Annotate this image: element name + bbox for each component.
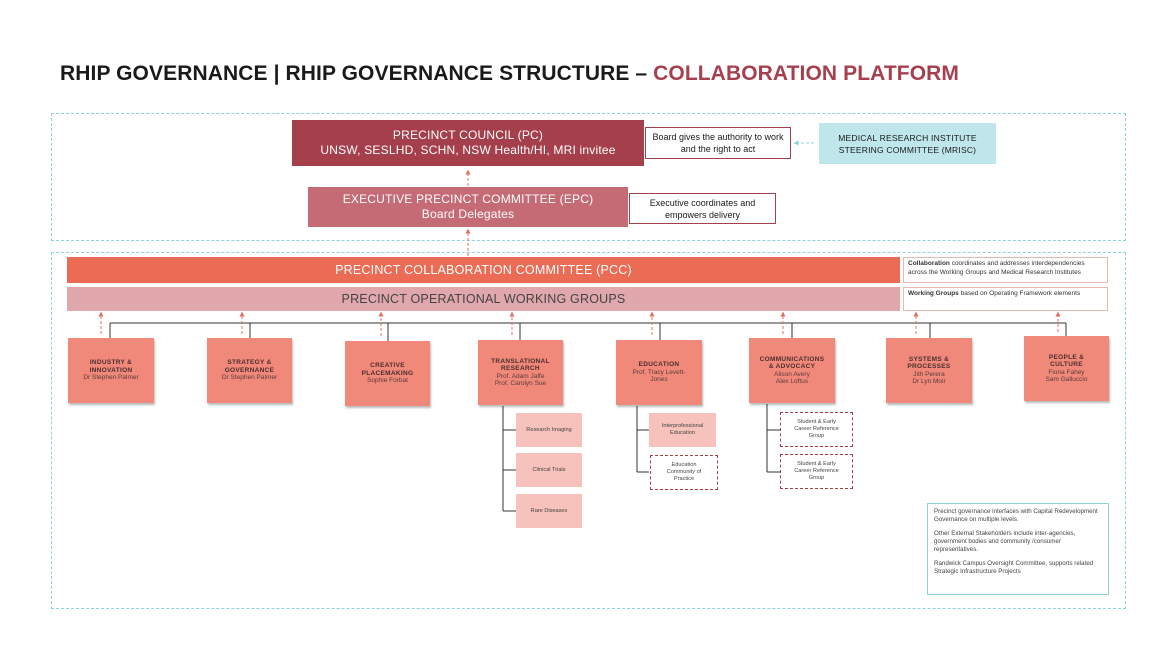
- working-group-name: TRANSLATIONAL RESEARCH: [491, 357, 550, 373]
- page-title-main: RHIP GOVERNANCE | RHIP GOVERNANCE STRUCT…: [60, 62, 654, 85]
- working-group-lead: Prof. Tracy Levett- Jones: [632, 368, 686, 384]
- working-group-name: SYSTEMS & PROCESSES: [907, 355, 951, 371]
- subgroup-student-early-career-reference-1: Student & Early Career Reference Group: [780, 412, 853, 447]
- operational-note-bold: Working Groups: [908, 290, 959, 297]
- working-group-lead: Dr Stephen Palmer: [221, 374, 278, 382]
- executive-note: Executive coordinates and empowers deliv…: [629, 193, 776, 224]
- working-group-lead: Alison Avery Alex Loftus: [774, 370, 810, 386]
- working-group-lead: Fiona Fahey Sam Galluccio: [1045, 368, 1088, 384]
- operational-note-text: based on Operating Framework elements: [958, 290, 1081, 297]
- collaboration-note: Collaboration coordinates and addresses …: [903, 257, 1108, 283]
- mrisc-box: MEDICAL RESEARCH INSTITUTE STEERING COMM…: [819, 123, 996, 164]
- mrisc-line1: MEDICAL RESEARCH INSTITUTE: [838, 132, 977, 143]
- subgroup-education-community-of-practice: Education Community of Practice: [650, 455, 718, 490]
- operational-level-frame: [51, 252, 1126, 609]
- working-group-lead: Sophie Forbat: [367, 377, 408, 385]
- subgroup-interprofessional-education: Interprofessional Education: [649, 413, 716, 447]
- info-note-oversight: Randwick Campus Oversight Committee, sup…: [934, 560, 1094, 575]
- info-note-stakeholders: Other External Stakeholders include inte…: [934, 530, 1076, 553]
- precinct-council-box: PRECINCT COUNCIL (PC) UNSW, SESLHD, SCHN…: [292, 120, 644, 166]
- page-title-accent: COLLABORATION PLATFORM: [653, 62, 960, 85]
- working-group-name: INDUSTRY & INNOVATION: [89, 359, 133, 374]
- collaboration-label: PRECINCT COLLABORATION COMMITTEE (PCC): [335, 263, 632, 277]
- executive-note-text: Executive coordinates and empowers deliv…: [649, 197, 756, 220]
- council-members: UNSW, SESLHD, SCHN, NSW Health/HI, MRI i…: [320, 143, 616, 157]
- working-group-lead: Prof. Adam Jaffe Prof. Carolyn Sue: [494, 372, 547, 388]
- operational-label: PRECINCT OPERATIONAL WORKING GROUPS: [341, 292, 626, 306]
- working-group-name: CREATIVE PLACEMAKING: [361, 362, 414, 377]
- operational-working-groups-bar: PRECINCT OPERATIONAL WORKING GROUPS: [67, 287, 900, 311]
- executive-delegates: Board Delegates: [421, 207, 515, 221]
- governance-info-box: Precinct governance interfaces with Capi…: [927, 503, 1109, 595]
- working-group-name: COMMUNICATIONS & ADVOCACY: [759, 355, 825, 371]
- board-level-frame: [51, 113, 1126, 241]
- working-group-creative-placemaking: CREATIVE PLACEMAKING Sophie Forbat: [345, 341, 430, 406]
- working-group-systems-processes: SYSTEMS & PROCESSES Jith Perera Dr Lyn M…: [886, 338, 972, 403]
- executive-title: EXECUTIVE PRECINCT COMMITTEE (EPC): [342, 192, 594, 206]
- working-group-industry-innovation: INDUSTRY & INNOVATION Dr Stephen Palmer: [68, 338, 154, 403]
- mrisc-line2: STEERING COMMITTEE (MRISC): [838, 144, 977, 155]
- page-title: RHIP GOVERNANCE | RHIP GOVERNANCE STRUCT…: [60, 62, 959, 86]
- working-group-education: EDUCATION Prof. Tracy Levett- Jones: [616, 340, 702, 405]
- working-group-people-culture: PEOPLE & CULTURE Fiona Fahey Sam Gallucc…: [1024, 336, 1109, 401]
- subgroup-rare-diseases: Rare Diseases: [516, 494, 582, 528]
- info-note-capital: Precinct governance interfaces with Capi…: [934, 508, 1098, 523]
- working-group-name: STRATEGY & GOVERNANCE: [224, 359, 275, 374]
- working-group-name: EDUCATION: [638, 361, 680, 369]
- working-group-communications-advocacy: COMMUNICATIONS & ADVOCACY Alison Avery A…: [749, 338, 835, 403]
- council-title: PRECINCT COUNCIL (PC): [392, 128, 544, 142]
- subgroup-clinical-trials: Clinical Trials: [516, 453, 582, 487]
- working-group-name: PEOPLE & CULTURE: [1048, 353, 1085, 369]
- working-group-translational-research: TRANSLATIONAL RESEARCH Prof. Adam Jaffe …: [478, 340, 563, 405]
- executive-committee-box: EXECUTIVE PRECINCT COMMITTEE (EPC) Board…: [308, 187, 628, 227]
- working-group-strategy-governance: STRATEGY & GOVERNANCE Dr Stephen Palmer: [207, 338, 292, 403]
- council-note-text: Board gives the authority to work and th…: [652, 132, 784, 154]
- working-group-lead: Jith Perera Dr Lyn Moir: [912, 370, 946, 386]
- subgroup-research-imaging: Research Imaging: [516, 413, 582, 447]
- collaboration-note-text: coordinates and addresses interdependenc…: [908, 260, 1085, 276]
- working-group-lead: Dr Stephen Palmer: [83, 374, 139, 382]
- collaboration-committee-bar: PRECINCT COLLABORATION COMMITTEE (PCC): [67, 257, 900, 283]
- subgroup-student-early-career-reference-2: Student & Early Career Reference Group: [780, 454, 853, 489]
- collaboration-note-bold: Collaboration: [908, 260, 950, 267]
- operational-note: Working Groups based on Operating Framew…: [903, 287, 1108, 311]
- council-note: Board gives the authority to work and th…: [645, 127, 791, 159]
